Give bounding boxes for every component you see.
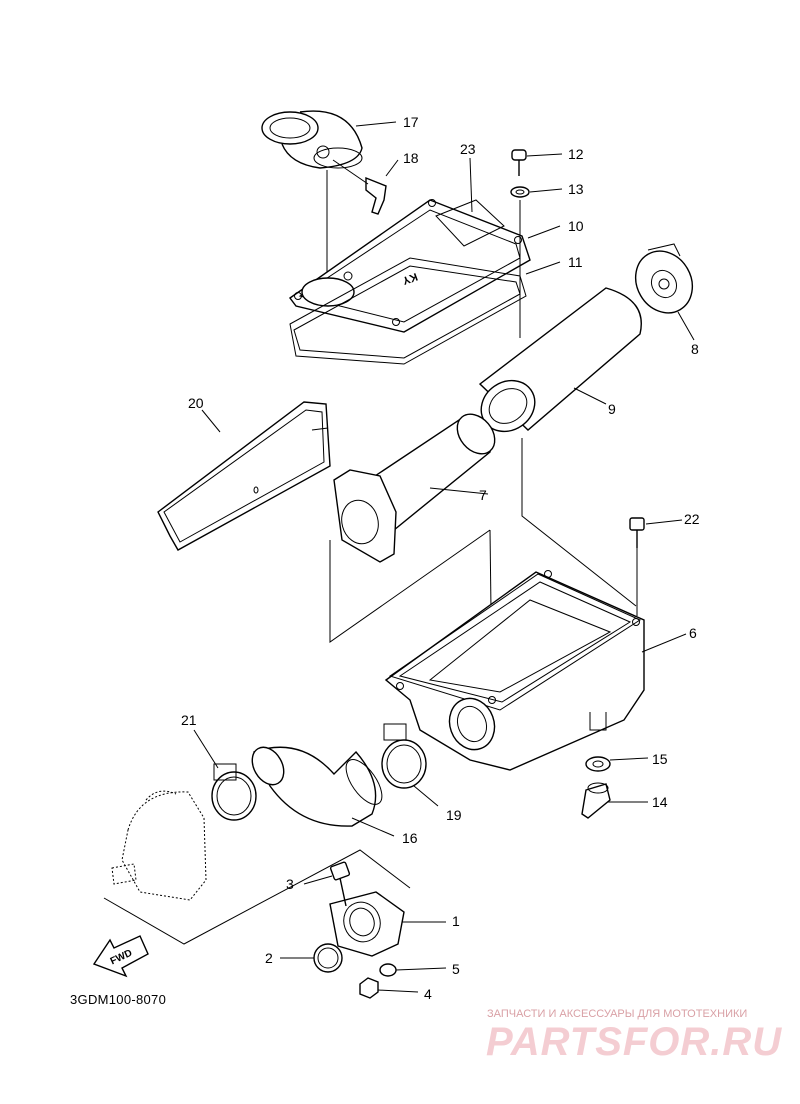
- part-4-nut: [359, 977, 419, 999]
- part-label-16: 16: [402, 830, 418, 846]
- leader-10: [527, 225, 561, 239]
- part-label-18: 18: [403, 150, 419, 166]
- part-label-12: 12: [568, 146, 584, 162]
- carburetor-outline: [111, 790, 207, 901]
- part-label-6: 6: [689, 625, 697, 641]
- part-14-drain-plug: [581, 782, 648, 819]
- part-2-o-ring: [280, 943, 343, 973]
- part-8-filter-cap: [634, 243, 695, 341]
- diagram-code: 3GDM100-8070: [70, 992, 167, 1007]
- part-label-13: 13: [568, 181, 584, 197]
- cover-marking: KY: [400, 270, 419, 287]
- part-label-4: 4: [424, 986, 432, 1002]
- part-label-9: 9: [608, 401, 616, 417]
- leader-17: [355, 121, 397, 127]
- leader-23: [469, 157, 473, 213]
- part-22-bolt: [629, 517, 683, 616]
- part-6-airbox-case: [384, 570, 687, 771]
- part-label-11: 11: [568, 254, 583, 270]
- part-label-15: 15: [652, 751, 668, 767]
- part-label-20: 20: [188, 395, 204, 411]
- part-19-clamp: [381, 723, 439, 807]
- leader-11: [525, 261, 561, 275]
- part-9-filter-element: [478, 287, 642, 433]
- part-13-washer: [510, 186, 563, 198]
- part-label-3: 3: [286, 876, 294, 892]
- part-18-breather-elbow: [332, 159, 387, 215]
- part-3-bolt: [303, 861, 351, 907]
- alignment-line-9: [521, 438, 637, 607]
- part-5-washer: [379, 963, 447, 977]
- part-21-clamp: [193, 729, 257, 821]
- part-label-14: 14: [652, 794, 668, 810]
- part-label-1: 1: [452, 913, 460, 929]
- part-17-intake-boot: [261, 110, 363, 169]
- part-label-10: 10: [568, 218, 584, 234]
- leader-18: [385, 159, 399, 177]
- part-label-23: 23: [460, 141, 476, 157]
- part-12-screw: [511, 149, 563, 176]
- part-16-joint-hose: [251, 746, 395, 837]
- part-label-7: 7: [479, 487, 487, 503]
- part-label-5: 5: [452, 961, 460, 977]
- watermark-logo: PARTSFOR.RU: [486, 1020, 783, 1064]
- fwd-arrow-icon: [92, 935, 149, 978]
- part-label-8: 8: [691, 341, 699, 357]
- part-label-21: 21: [181, 712, 197, 728]
- part-15-clip: [585, 712, 649, 772]
- part-label-17: 17: [403, 114, 419, 130]
- watermark-tagline: ЗАПЧАСТИ И АКСЕССУАРЫ ДЛЯ МОТОТЕХНИКИ: [487, 1008, 748, 1020]
- alignment-line-7: [329, 529, 491, 643]
- part-1-manifold: [329, 891, 446, 957]
- part-11-cover-gasket: [289, 257, 527, 365]
- part-label-2: 2: [265, 950, 273, 966]
- part-label-19: 19: [446, 807, 462, 823]
- part-20-plate: [157, 401, 331, 551]
- alignment-bracket: [103, 849, 411, 945]
- part-label-22: 22: [684, 511, 700, 527]
- part-7-filter-guide: [333, 413, 496, 563]
